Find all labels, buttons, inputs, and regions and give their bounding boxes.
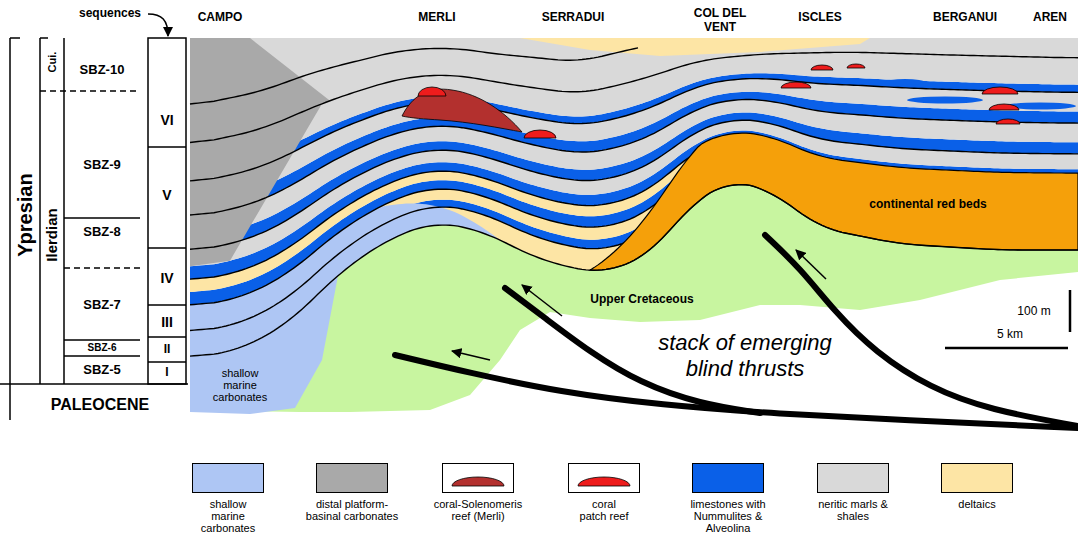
column-line — [40, 37, 48, 39]
column-line — [148, 146, 186, 148]
locality-name: MERLI — [418, 11, 455, 25]
biozone-label: SBZ-7 — [83, 298, 121, 313]
column-line — [64, 339, 140, 341]
column-line — [64, 355, 140, 357]
unit-label: Upper Cretaceous — [590, 293, 693, 307]
slip-arrow — [452, 351, 490, 360]
patch-reef — [996, 119, 1020, 124]
legend-label: coral patch reef — [579, 498, 629, 522]
biozone-label: SBZ-6 — [88, 342, 117, 354]
patch-reef — [781, 82, 811, 88]
sequence-number: II — [164, 343, 171, 357]
sequence-number: III — [161, 314, 173, 330]
locality-name: AREN — [1033, 11, 1067, 25]
sequence-number: I — [165, 366, 168, 380]
sequence-number: V — [162, 187, 171, 203]
strat-column — [0, 14, 188, 420]
legend-label: shallow marine carbonates — [197, 498, 259, 534]
legend-swatch — [316, 463, 388, 493]
biozone-label: SBZ-5 — [83, 363, 121, 378]
column-line — [63, 38, 65, 384]
unit-label: shallow marine carbonates — [209, 367, 271, 403]
column-line — [148, 304, 186, 306]
biozone-label: SBZ-8 — [83, 225, 121, 240]
legend-symbol — [443, 464, 513, 492]
column-line — [148, 336, 186, 338]
unit-label: continental red beds — [869, 198, 986, 212]
legend-swatch — [568, 463, 640, 493]
patch-reef — [982, 87, 1018, 94]
column-line — [39, 38, 41, 384]
column-line — [10, 37, 20, 39]
sequence-number: IV — [160, 270, 173, 286]
scale-label: 5 km — [997, 328, 1023, 342]
epoch-label: PALEOCENE — [51, 396, 149, 414]
scale-bar — [1069, 290, 1072, 332]
sequence-boundary — [190, 52, 1078, 142]
locality-name: SERRADUI — [542, 11, 605, 25]
column-line — [9, 38, 11, 420]
legend-symbol — [569, 464, 639, 492]
pointer-arrow — [148, 14, 168, 36]
sequence-boundary — [190, 79, 1078, 181]
locality-name: ISCLES — [798, 11, 841, 25]
legend-swatch — [941, 463, 1013, 493]
column-line — [64, 267, 140, 269]
legend-label: deltaics — [942, 498, 1012, 510]
biozone-label: SBZ-9 — [83, 158, 121, 173]
biozone-label: SBZ-10 — [80, 63, 125, 78]
annotation: stack of emerging blind thrusts — [640, 330, 850, 382]
locality-name: BERGANUI — [933, 11, 997, 25]
legend-swatch — [192, 463, 264, 493]
limestone-lens — [885, 79, 925, 85]
locality-name: COL DEL VENT — [689, 6, 751, 34]
patch-reef — [524, 130, 556, 138]
sequence-number: VI — [160, 112, 173, 128]
sequence-boundary — [190, 185, 1078, 356]
sequence-boundary — [190, 99, 1078, 215]
slip-arrow — [796, 250, 826, 279]
slip-arrow — [522, 285, 562, 316]
patch-reef — [811, 65, 833, 70]
legend-swatch — [817, 463, 889, 493]
sequence-column — [148, 38, 186, 384]
reef-symbol — [452, 477, 504, 486]
limestone-lens — [907, 97, 983, 104]
legend-label: distal platform-basinal carbonates — [302, 498, 402, 522]
column-line — [148, 247, 186, 249]
reef-symbol — [578, 477, 630, 486]
column-line — [148, 361, 186, 363]
patch-reef — [989, 104, 1019, 110]
substage-name: Cui. — [46, 52, 59, 73]
section — [190, 38, 1078, 428]
locality-name: CAMPO — [198, 11, 243, 25]
stage-name: Ypresian — [14, 173, 37, 256]
legend-label: neritic marls & shales — [808, 498, 898, 522]
sequence-boundary — [190, 48, 638, 104]
column-line — [64, 217, 140, 219]
legend-label: coral-Solenomeris reef (Merli) — [428, 498, 528, 522]
column-line — [40, 90, 140, 92]
legend-label: limestones with Nummulites & Alveolina — [688, 498, 768, 534]
legend-swatch — [442, 463, 514, 493]
patch-reef — [847, 64, 865, 68]
patch-reef — [418, 87, 446, 96]
scale-bar — [945, 347, 1068, 350]
legend-swatch — [692, 463, 764, 493]
header-label: sequences — [79, 7, 141, 21]
substage-name: Ilerdian — [43, 208, 60, 261]
scale-label: 100 m — [1017, 305, 1050, 319]
